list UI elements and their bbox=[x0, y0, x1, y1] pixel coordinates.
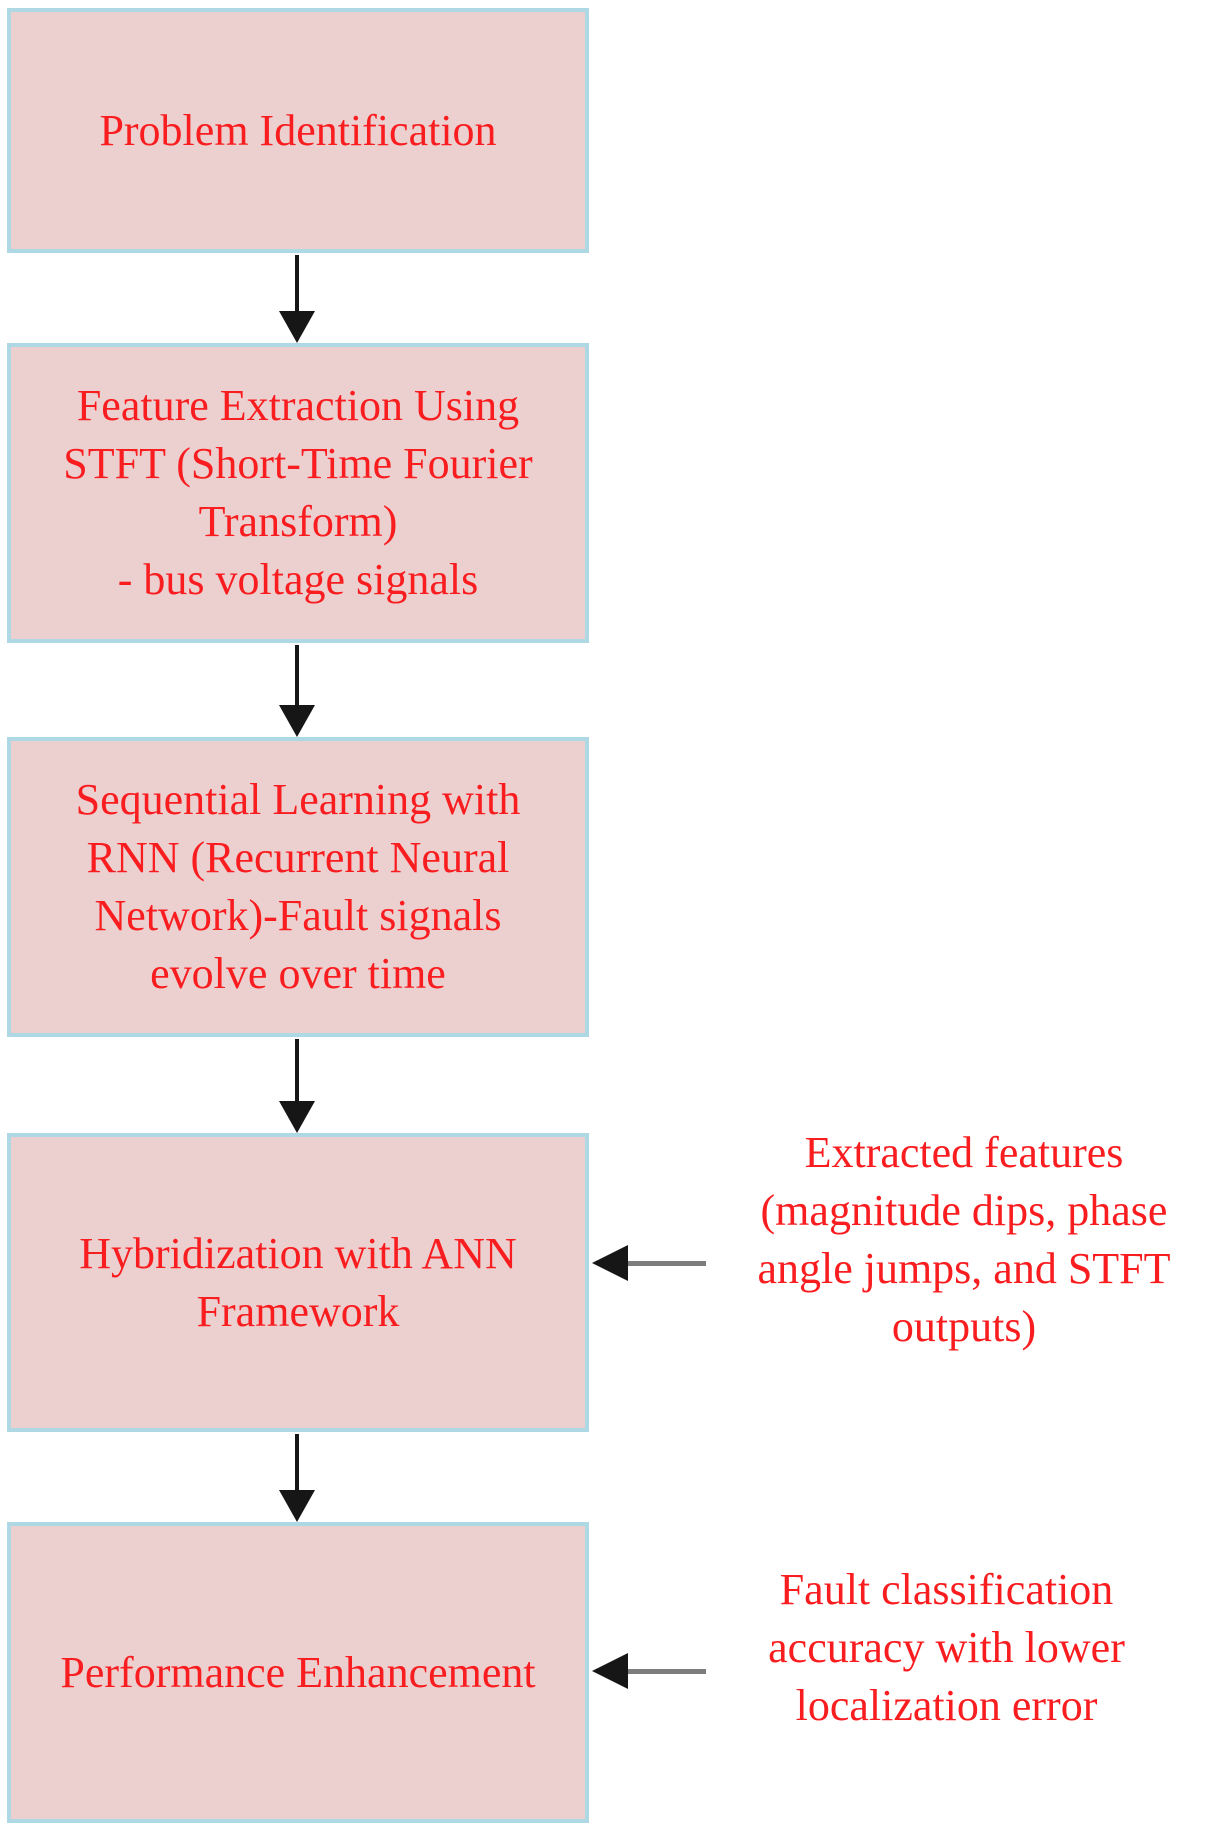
arrow-shaft bbox=[295, 255, 299, 313]
flow-step-label: Sequential Learning with RNN (Recurrent … bbox=[75, 775, 521, 998]
flow-step-performance-enhancement: Performance Enhancement bbox=[7, 1522, 589, 1823]
left-arrow-icon bbox=[592, 1245, 706, 1281]
flow-step-hybridization: Hybridization with ANN Framework bbox=[7, 1133, 589, 1432]
down-arrow-icon bbox=[279, 255, 315, 343]
down-arrow-icon bbox=[279, 1434, 315, 1522]
flow-step-problem-identification: Problem Identification bbox=[7, 8, 589, 253]
annotation-extracted-features: Extracted features (magnitude dips, phas… bbox=[757, 1128, 1171, 1351]
arrow-head bbox=[592, 1653, 628, 1689]
arrow-head bbox=[279, 705, 315, 737]
arrow-head bbox=[279, 1490, 315, 1522]
arrow-shaft bbox=[295, 645, 299, 707]
down-arrow-icon bbox=[279, 645, 315, 737]
arrow-head bbox=[592, 1245, 628, 1281]
arrow-shaft bbox=[295, 1434, 299, 1492]
arrow-shaft bbox=[628, 1261, 706, 1266]
arrow-shaft bbox=[628, 1669, 706, 1674]
flow-step-sequential-learning: Sequential Learning with RNN (Recurrent … bbox=[7, 737, 589, 1037]
arrow-head bbox=[279, 1101, 315, 1133]
flow-step-label: Hybridization with ANN Framework bbox=[79, 1228, 517, 1336]
flow-step-feature-extraction: Feature Extraction Using STFT (Short-Tim… bbox=[7, 343, 589, 643]
flow-step-label: Problem Identification bbox=[99, 105, 497, 155]
flow-step-label: Performance Enhancement bbox=[60, 1647, 536, 1697]
down-arrow-icon bbox=[279, 1039, 315, 1133]
arrow-head bbox=[279, 311, 315, 343]
left-arrow-icon bbox=[592, 1653, 706, 1689]
arrow-shaft bbox=[295, 1039, 299, 1103]
annotation-fault-classification: Fault classification accuracy with lower… bbox=[768, 1565, 1125, 1730]
flow-step-label: Feature Extraction Using STFT (Short-Tim… bbox=[63, 381, 533, 604]
